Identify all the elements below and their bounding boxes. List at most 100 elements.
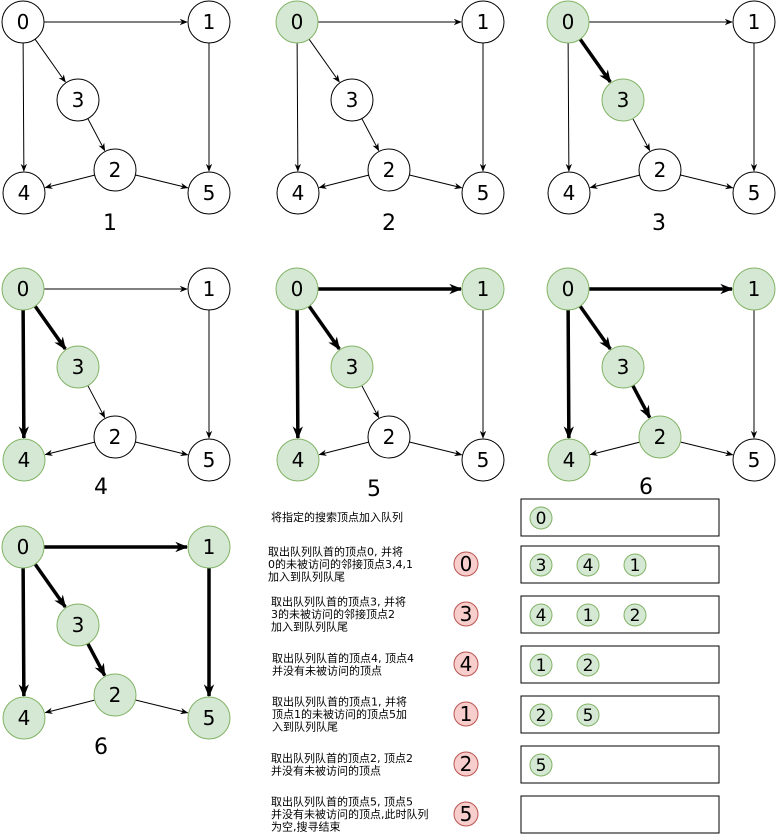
dequeued-vertex: [453, 801, 479, 827]
node-label-3: 3: [617, 355, 630, 379]
node-label-5: 5: [203, 706, 216, 730]
node-5: [732, 171, 776, 215]
node-1: [187, 267, 231, 311]
node-label-4: 4: [18, 706, 31, 730]
node-label-1: 1: [203, 535, 216, 559]
queue-box: [520, 745, 720, 784]
node-5: [187, 438, 231, 482]
node-2: [638, 148, 682, 192]
dequeued-vertex-label: 5: [460, 802, 473, 826]
node-4-visited: [2, 696, 46, 740]
dequeued-vertex: [453, 701, 479, 727]
panel-caption: 6: [639, 475, 653, 500]
node-label-2: 2: [383, 158, 396, 182]
node-2: [93, 148, 137, 192]
dequeued-vertex-label: 4: [460, 652, 473, 676]
node-label-3: 3: [72, 88, 85, 112]
node-5: [732, 438, 776, 482]
node-2-visited: [638, 415, 682, 459]
queue-item-label: 4: [583, 556, 594, 576]
node-label-0: 0: [17, 10, 30, 34]
step-description-line: 取出队列队首的顶点3, 并将: [271, 595, 406, 609]
edge-2-4: [44, 441, 95, 456]
panel-caption: 3: [652, 211, 666, 236]
node-label-2: 2: [109, 425, 122, 449]
node-0-visited: [1, 267, 45, 311]
step-description-line: 加入到队列队尾: [268, 570, 345, 584]
queue-item: [623, 603, 647, 627]
step-description-line: 入到队列队尾: [272, 720, 338, 734]
queue-box: [520, 545, 720, 584]
node-label-4: 4: [292, 448, 305, 472]
node-0-visited: [546, 267, 590, 311]
edge-3-2-traversed: [86, 642, 107, 677]
node-4-visited: [2, 438, 46, 482]
edge-2-5: [135, 174, 189, 190]
node-2: [93, 415, 137, 459]
node-label-4: 4: [18, 181, 31, 205]
step-description-line: 取出队列队首的顶点2, 顶点2: [271, 751, 413, 765]
node-label-2: 2: [109, 158, 122, 182]
node-label-1: 1: [203, 10, 216, 34]
edge-0-4: [294, 42, 302, 172]
node-1: [187, 0, 231, 44]
node-label-0: 0: [562, 277, 575, 301]
edge-2-4: [589, 441, 640, 456]
edge-2-4: [318, 174, 369, 189]
node-label-5: 5: [748, 181, 761, 205]
node-label-3: 3: [346, 355, 359, 379]
edge-0-4-traversed: [18, 567, 30, 698]
dequeued-vertex: [453, 601, 479, 627]
queue-item: [529, 553, 553, 577]
queue-item-label: 4: [536, 606, 547, 626]
queue-item-label: 5: [536, 756, 547, 776]
node-3: [330, 78, 374, 122]
node-label-1: 1: [748, 277, 761, 301]
node-2: [367, 148, 411, 192]
dequeued-vertex: [453, 651, 479, 677]
edge-0-4-traversed: [563, 309, 575, 440]
step-description-line: 顶点1的未被访问的顶点5加: [272, 707, 407, 721]
node-label-5: 5: [203, 448, 216, 472]
edge-3-2: [632, 118, 651, 152]
dequeued-vertex-label: 1: [460, 702, 473, 726]
dequeued-vertex-label: 0: [460, 552, 473, 576]
edge-2-5: [135, 441, 189, 457]
node-label-5: 5: [748, 448, 761, 472]
step-description-line: 取出队列队首的顶点5, 顶点5: [271, 795, 413, 809]
edge-3-2: [87, 385, 106, 419]
node-2-visited: [93, 673, 137, 717]
node-1-visited: [461, 267, 505, 311]
queue-item: [529, 753, 553, 777]
queue-item-label: 1: [536, 656, 547, 676]
panel-caption: 4: [94, 475, 108, 500]
queue-item: [576, 553, 600, 577]
node-label-3: 3: [72, 613, 85, 637]
queue-box: [520, 498, 720, 537]
queue-box: [520, 795, 720, 834]
node-label-2: 2: [383, 425, 396, 449]
panel-caption: 6: [94, 735, 108, 760]
dequeued-vertex: [453, 751, 479, 777]
node-label-1: 1: [203, 277, 216, 301]
node-label-1: 1: [748, 10, 761, 34]
node-5: [187, 171, 231, 215]
edge-3-2: [87, 118, 106, 152]
node-label-5: 5: [203, 181, 216, 205]
edge-2-5: [680, 441, 734, 457]
node-label-3: 3: [346, 88, 359, 112]
node-label-0: 0: [17, 277, 30, 301]
edge-0-3: [308, 38, 340, 83]
node-label-0: 0: [291, 277, 304, 301]
edge-2-5: [680, 174, 734, 190]
dequeued-vertex-label: 2: [460, 752, 473, 776]
step-description-line: 取出队列队首的顶点4, 顶点4: [272, 651, 414, 665]
queue-item: [623, 553, 647, 577]
